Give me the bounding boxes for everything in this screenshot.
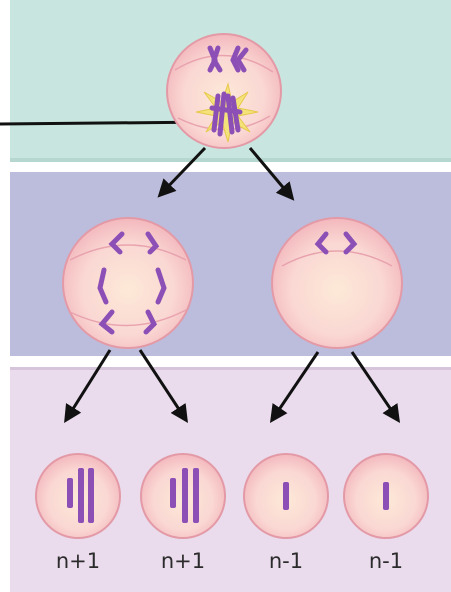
gamete-label-1: n+1 bbox=[38, 549, 118, 573]
gamete-4 bbox=[344, 454, 428, 538]
right-daughter-cell bbox=[272, 218, 402, 348]
gamete-label-3: n-1 bbox=[246, 549, 326, 573]
band-bottom-edge bbox=[10, 367, 451, 370]
gamete-3 bbox=[244, 454, 328, 538]
gamete-label-2: n+1 bbox=[143, 549, 223, 573]
parent-cell bbox=[167, 34, 281, 148]
gamete-label-4: n-1 bbox=[346, 549, 426, 573]
left-daughter-cell bbox=[63, 218, 193, 348]
gamete-1 bbox=[36, 454, 120, 538]
gamete-2 bbox=[141, 454, 225, 538]
band-top-edge bbox=[10, 158, 451, 162]
